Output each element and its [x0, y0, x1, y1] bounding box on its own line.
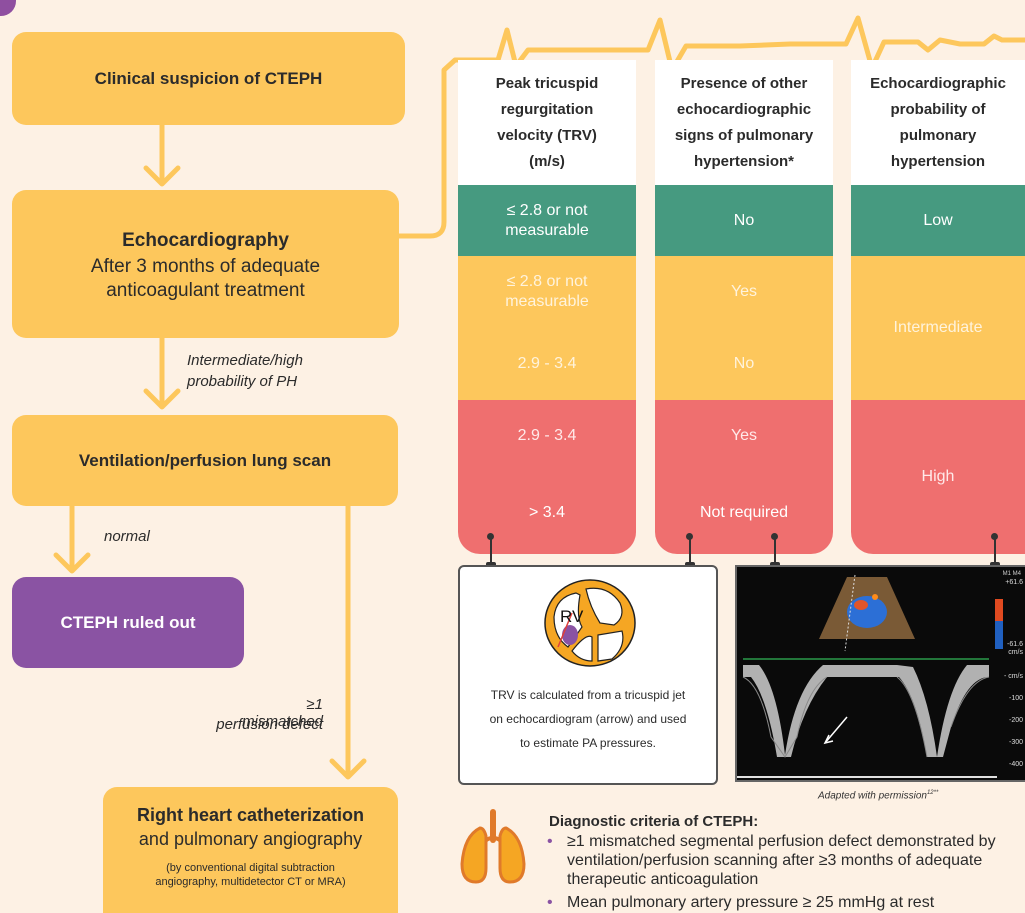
trv-cell-4: 2.9 - 3.4 — [458, 400, 636, 472]
edge-mismatch-l2: perfusion defect — [216, 716, 323, 733]
table-column-probability: Echocardiographic probability of pulmona… — [851, 60, 1025, 554]
criteria-title: Diagnostic criteria of CTEPH: — [549, 813, 759, 830]
right-heart-cath-note-2: angiography, multidetector CT or MRA) — [155, 876, 346, 888]
echo-axis-0: - cm/s — [1003, 673, 1023, 680]
heart-diagram-icon — [544, 579, 636, 667]
criteria-bullet-1-l3: therapeutic anticoagulation — [567, 871, 759, 888]
bullet-dot-1: • — [547, 833, 553, 850]
heart-card: RV TRV is calculated from a tricuspid je… — [458, 565, 718, 785]
pin-base-2 — [685, 562, 695, 567]
pin-line-3 — [774, 538, 776, 564]
heart-caption-2: on echocardiogram (arrow) and used — [489, 712, 687, 726]
table-column-other-signs: Presence of other echocardiographic sign… — [655, 60, 833, 554]
prob-cell-low: Low — [851, 185, 1025, 256]
header-trv: Peak tricuspid regurgitation velocity (T… — [458, 60, 636, 185]
pin-base-4 — [990, 562, 1000, 567]
image-credit: Adapted with permission12** — [818, 790, 939, 802]
pin-3 — [771, 533, 778, 540]
criteria-bullet-1: • ≥1 mismatched segmental perfusion defe… — [547, 832, 996, 889]
echo-scale-top: M1 M4 — [1002, 571, 1021, 577]
signs-cell-4: Yes — [655, 400, 833, 472]
table-column-trv: Peak tricuspid regurgitation velocity (T… — [458, 60, 636, 554]
echo-scale-min: -61.6 — [1007, 641, 1023, 648]
cteph-ruled-out-box: CTEPH ruled out — [12, 577, 244, 668]
right-heart-cath-box: Right heart catheterization and pulmonar… — [103, 787, 398, 913]
signs-cell-3: No — [655, 328, 833, 400]
right-heart-cath-sub: and pulmonary angiography — [138, 829, 363, 849]
edge-normal-label: normal — [104, 528, 150, 545]
echocardiography-sub-1: After 3 months of adequate — [90, 256, 321, 277]
echo-axis-2: -200 — [1008, 717, 1023, 724]
echocardiography-box: Echocardiography After 3 months of adequ… — [12, 190, 399, 338]
echocardiogram-image: M1 M4 +61.6 -61.6 cm/s - cm/s -100 -200 … — [735, 565, 1025, 782]
criteria-bullet-2: • Mean pulmonary artery pressure ≥ 25 mm… — [547, 893, 935, 912]
pin-line-1 — [490, 538, 492, 564]
pin-line-2 — [689, 538, 691, 564]
criteria-bullet-1-l2: ventilation/perfusion scanning after ≥3 … — [567, 852, 983, 869]
pin-base-3 — [770, 562, 780, 567]
vq-scan-box: Ventilation/perfusion lung scan — [12, 415, 398, 506]
trv-cell-1: ≤ 2.8 or not measurable — [458, 185, 636, 256]
trv-cell-3: 2.9 - 3.4 — [458, 328, 636, 400]
doppler-trace — [737, 574, 1003, 778]
prob-cell-high: High — [851, 400, 1025, 554]
echo-axis-4: -400 — [1008, 761, 1023, 768]
header-probability: Echocardiographic probability of pulmona… — [851, 60, 1025, 185]
echocardiography-title: Echocardiography — [122, 230, 289, 251]
trv-cell-2: ≤ 2.8 or not measurable — [458, 256, 636, 328]
clinical-suspicion-label: Clinical suspicion of CTEPH — [94, 68, 323, 88]
criteria-bullet-1-l1: ≥1 mismatched segmental perfusion defect… — [567, 833, 996, 850]
lungs-icon — [460, 809, 526, 884]
pin-line-4 — [994, 538, 996, 564]
echo-scale-max: +61.6 — [1005, 579, 1023, 586]
edge-mismatch-l1: ≥1 mismatched — [242, 696, 323, 730]
trv-cell-5: > 3.4 — [458, 472, 636, 554]
clinical-suspicion-box: Clinical suspicion of CTEPH — [12, 32, 405, 125]
edge-intermediate-high-l1: Intermediate/high — [187, 352, 303, 369]
criteria-bullet-2-text: Mean pulmonary artery pressure ≥ 25 mmHg… — [567, 894, 935, 911]
prob-cell-intermediate: Intermediate — [851, 256, 1025, 400]
cteph-ruled-out-label: CTEPH ruled out — [60, 612, 196, 632]
echocardiography-sub-2: anticoagulant treatment — [106, 280, 305, 301]
pin-2 — [686, 533, 693, 540]
bullet-dot-2: • — [547, 894, 553, 911]
echo-axis-3: -300 — [1008, 739, 1023, 746]
heart-caption-3: to estimate PA pressures. — [520, 736, 656, 750]
pin-4 — [991, 533, 998, 540]
echo-scale-unit: cm/s — [1008, 649, 1023, 656]
signs-cell-2: Yes — [655, 256, 833, 328]
rv-label: RV — [560, 607, 584, 626]
edge-intermediate-high-l2: probability of PH — [187, 373, 298, 390]
signs-cell-1: No — [655, 185, 833, 256]
pin-base-1 — [486, 562, 496, 567]
echo-axis-1: -100 — [1008, 695, 1023, 702]
right-heart-cath-title: Right heart catheterization — [136, 805, 365, 825]
pin-1 — [487, 533, 494, 540]
header-other-signs: Presence of other echocardiographic sign… — [655, 60, 833, 185]
signs-cell-5: Not required — [655, 472, 833, 554]
heart-caption-1: TRV is calculated from a tricuspid jet — [490, 688, 686, 702]
right-heart-cath-note-1: (by conventional digital subtraction — [166, 862, 335, 874]
vq-scan-label: Ventilation/perfusion lung scan — [78, 450, 332, 470]
